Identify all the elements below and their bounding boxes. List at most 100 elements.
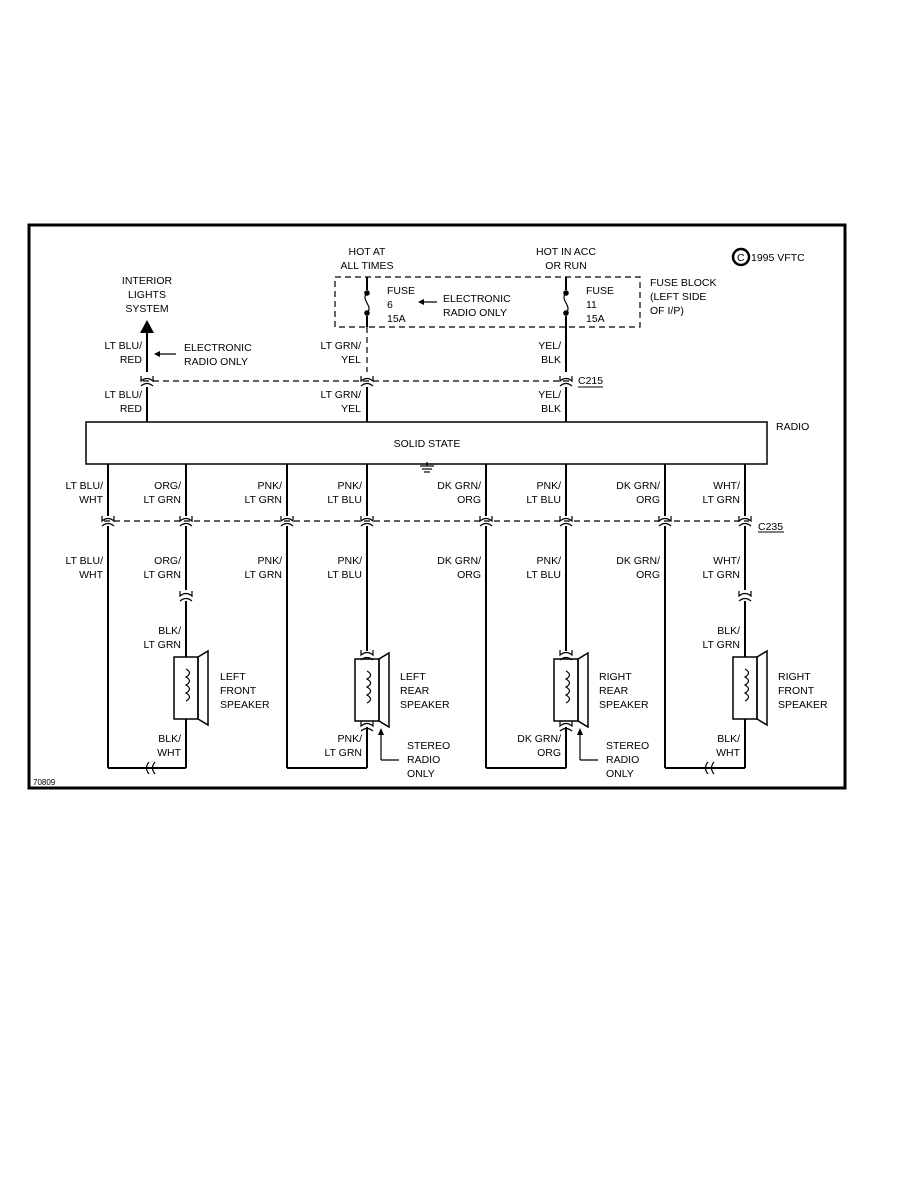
copyright-text: 1995 VFTC [751, 252, 805, 264]
wire-label: DK GRN/ORG [616, 480, 660, 506]
wire-label: PNK/LT GRN [244, 480, 282, 506]
wire-label: BLK/WHT [716, 733, 740, 759]
figure-id: 70809 [33, 778, 56, 787]
wire-label: LT BLU/RED [104, 389, 142, 415]
wire-label: BLK/WHT [157, 733, 181, 759]
speaker-wire: ORG/LT GRN ORG/LT GRN [143, 464, 193, 581]
radio-module-text: SOLID STATE [394, 438, 461, 450]
speaker-wire: WHT/LT GRN WHT/LT GRN [702, 464, 752, 581]
speaker-icon [732, 649, 768, 727]
connector-c215-label: C215 [578, 375, 603, 387]
speaker-icon [173, 649, 209, 727]
wire-label: LT BLU/WHT [65, 555, 103, 581]
wire-label: PNK/LT GRN [244, 555, 282, 581]
wire-label: PNK/LT BLU [526, 555, 561, 581]
speaker-wire: PNK/LT BLU PNK/LT BLU [526, 464, 573, 581]
speaker-wire: PNK/LT GRN PNK/LT GRN [244, 464, 294, 581]
connector-c215: C215 [140, 375, 603, 388]
coil-icon [564, 670, 571, 704]
ground-return [107, 526, 186, 775]
wire-label: LT BLU/RED [104, 340, 142, 366]
wire-label: DK GRN/ORG [437, 480, 481, 506]
ground-return [286, 526, 367, 769]
wire-label: YEL/BLK [538, 340, 561, 366]
connector-c235-label: C235 [758, 521, 783, 533]
wire-label: LT GRN/YEL [321, 340, 362, 366]
arrow-up-icon [577, 728, 583, 735]
coil-icon [743, 668, 750, 702]
speaker-connector [179, 591, 193, 602]
speaker-wire: LT BLU/WHT LT BLU/WHT [65, 464, 115, 581]
wire-label: DK GRN/ORG [517, 733, 561, 759]
wire-label: PNK/LT BLU [327, 555, 362, 581]
speaker-wire: PNK/LT BLU PNK/LT BLU [327, 464, 374, 581]
diagram-frame [27, 223, 847, 790]
speaker-wire: DK GRN/ORG DK GRN/ORG [437, 464, 493, 581]
speaker-connector [559, 721, 573, 732]
radio-label: RADIO [776, 421, 809, 433]
speaker-icon [354, 651, 390, 729]
ground-icon [420, 462, 434, 473]
speaker-connector [738, 591, 752, 602]
coil-icon [365, 670, 372, 704]
wire-label: LT BLU/WHT [65, 480, 103, 506]
speaker-connector [360, 721, 374, 732]
wire-label: WHT/LT GRN [702, 555, 740, 581]
connector-c235-pin [559, 516, 573, 527]
fuse-block-box [334, 276, 641, 328]
connector-c235-pin [360, 516, 374, 527]
wire-label: PNK/LT GRN [324, 733, 362, 759]
speaker-icon [553, 651, 589, 729]
wire-label: WHT/LT GRN [702, 480, 740, 506]
arrow-up-icon [140, 320, 154, 333]
wire-label: YEL/BLK [538, 389, 561, 415]
connector-c235-pin [101, 516, 115, 527]
wire-label: LT GRN/YEL [321, 389, 362, 415]
ground-return [664, 526, 745, 775]
arrow-up-icon [378, 728, 384, 735]
connector-c235-pin [179, 516, 193, 527]
copyright-icon [731, 247, 751, 267]
wire-label: ORG/LT GRN [143, 555, 181, 581]
wire-label: BLK/LT GRN [143, 625, 181, 651]
copyright-mark: C 1995 VFTC [731, 247, 805, 267]
connector-c235-pin [280, 516, 294, 527]
wire-label: DK GRN/ORG [437, 555, 481, 581]
wire-label: BLK/LT GRN [702, 625, 740, 651]
copyright-c: C [737, 252, 745, 264]
ground-return [485, 526, 566, 769]
wire-label: ORG/LT GRN [143, 480, 181, 506]
wire-label: PNK/LT BLU [526, 480, 561, 506]
coil-icon [184, 668, 191, 702]
wire-label: PNK/LT BLU [327, 480, 362, 506]
connector-c235-pin [479, 516, 493, 527]
